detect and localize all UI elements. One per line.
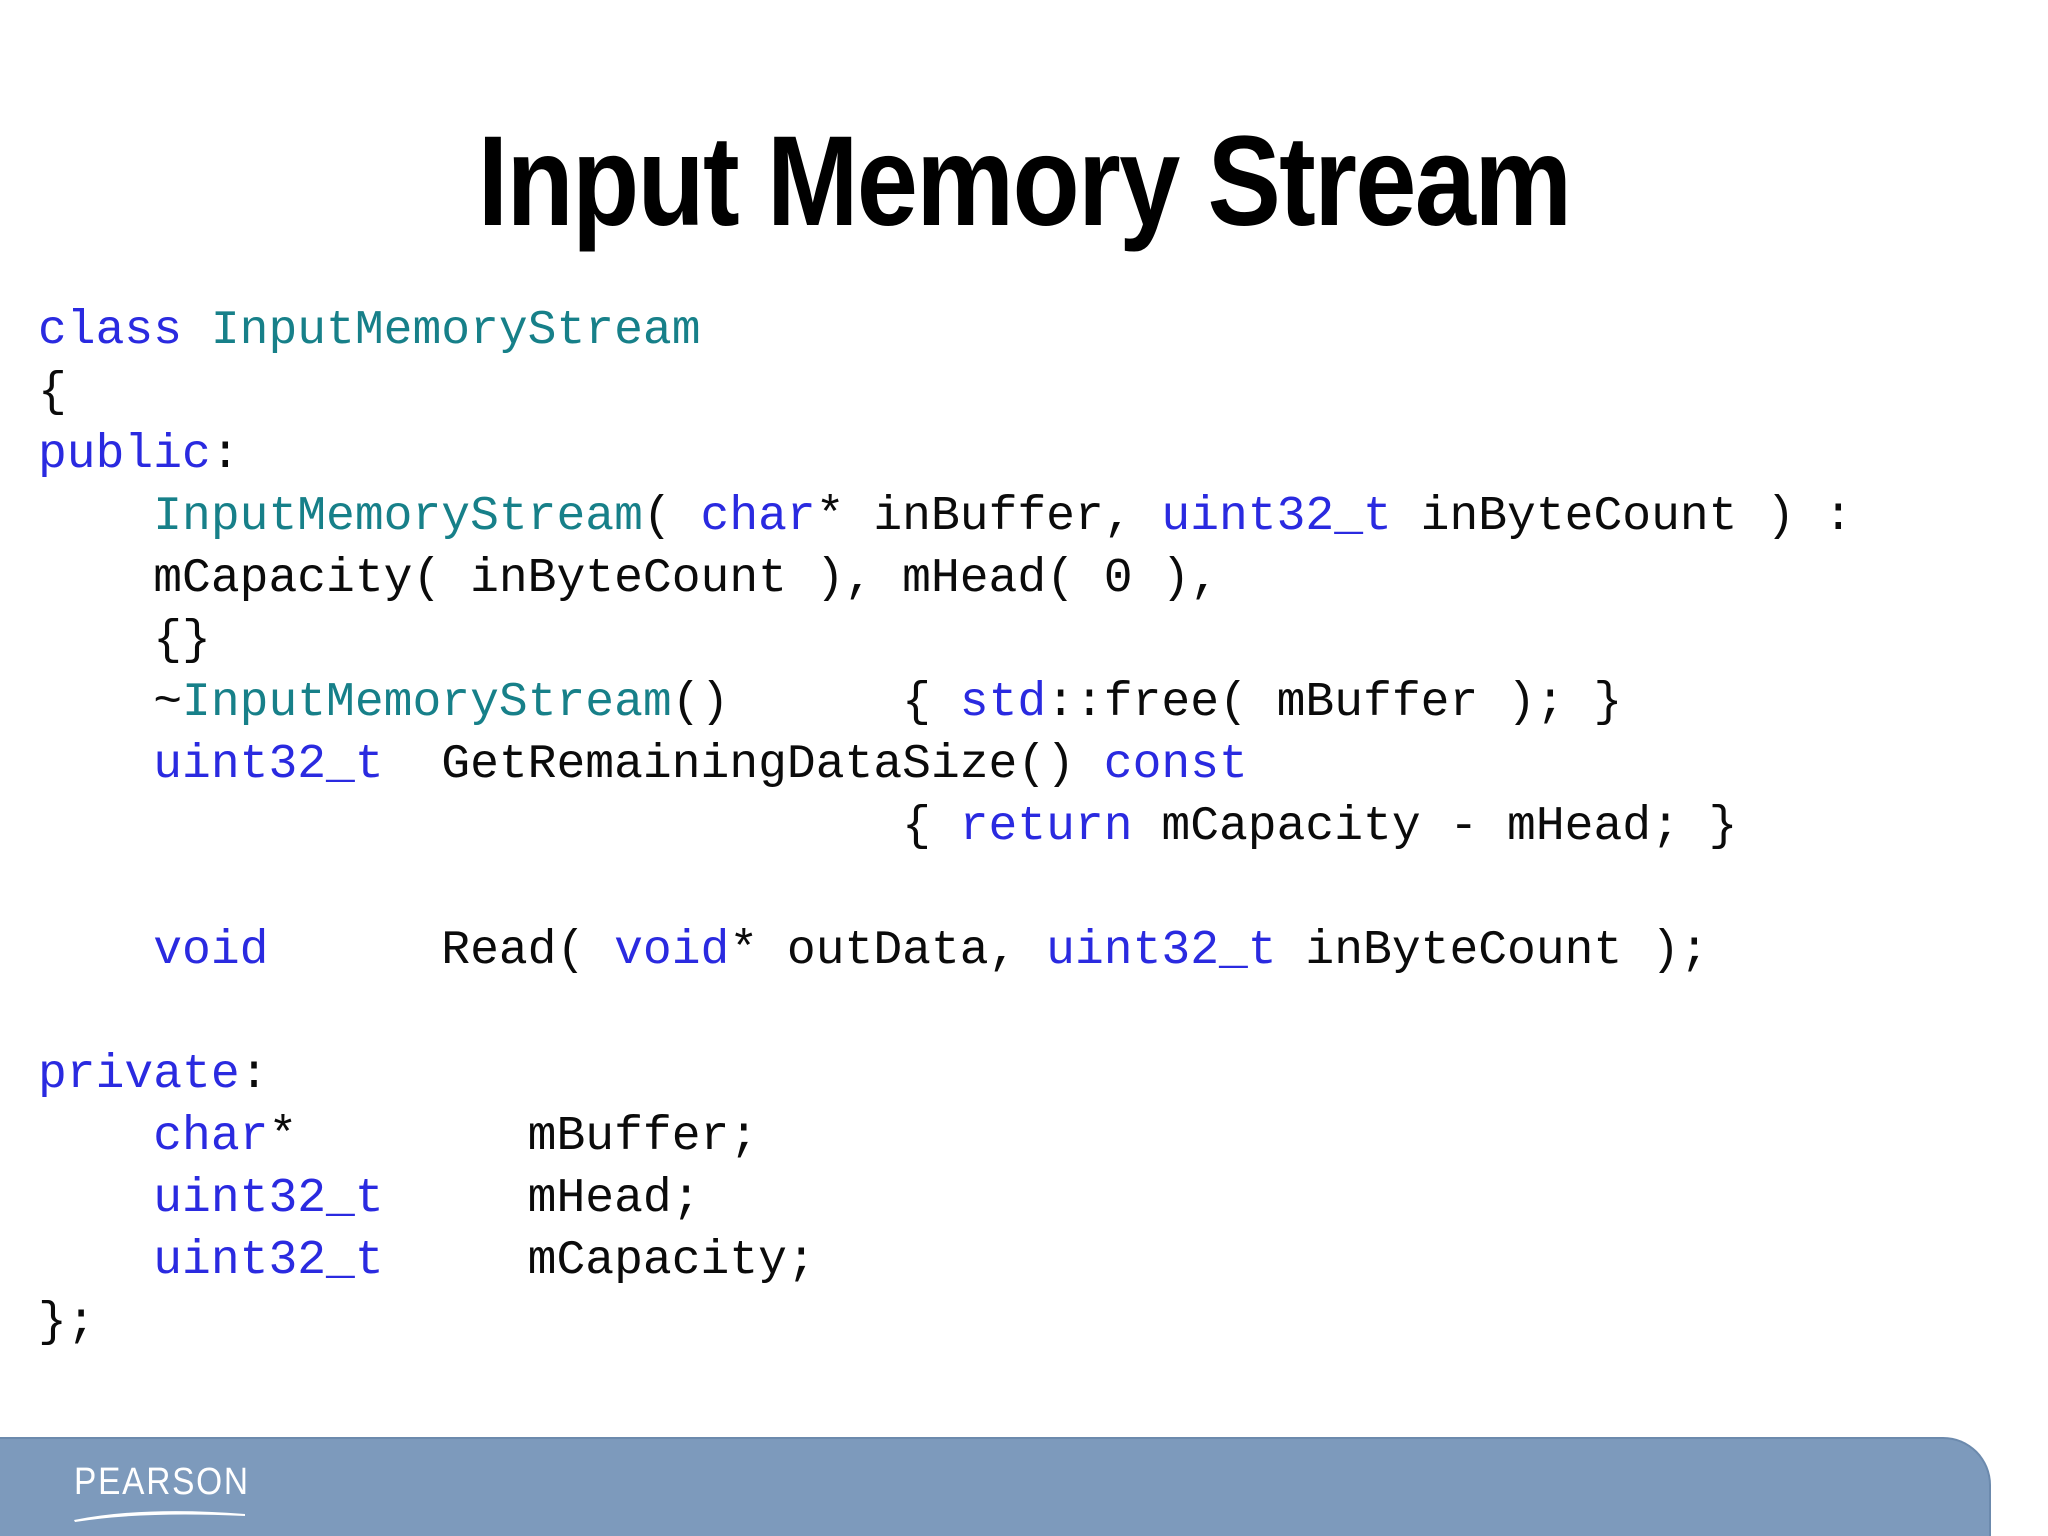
code-line: private: [38,1044,1853,1106]
code-keyword: void [153,924,269,978]
code-text: Read( [268,924,615,978]
code-text: : [210,428,240,482]
code-keyword: uint32_t [153,1234,384,1288]
code-text: * mBuffer; [268,1110,759,1164]
code-keyword: public [38,428,211,482]
slide-title: Input Memory Stream [477,110,1573,253]
code-line: InputMemoryStream( char* inBuffer, uint3… [38,486,1853,548]
code-text: inByteCount ) : [1391,490,1853,544]
code-text: mCapacity - mHead; } [1132,800,1738,854]
code-text: { [38,800,960,854]
code-text: }; [38,1296,96,1350]
pearson-logo: PEARSON [74,1463,274,1523]
code-keyword: uint32_t [1046,924,1277,978]
code-line [38,982,1853,1044]
code-line: void Read( void* outData, uint32_t inByt… [38,920,1853,982]
code-typename: InputMemoryStream [153,490,643,544]
code-line: uint32_t mCapacity; [38,1230,1853,1292]
code-text [38,1172,153,1226]
code-line [38,858,1853,920]
code-line: class InputMemoryStream [38,300,1853,362]
code-keyword: std [959,676,1047,730]
code-keyword: const [1103,738,1248,792]
footer-bar: PEARSON [0,1437,1991,1536]
code-text [38,490,153,544]
code-text: ~ [38,676,183,730]
code-line: {} [38,610,1853,672]
code-line: mCapacity( inByteCount ), mHead( 0 ), [38,548,1853,610]
code-text: inByteCount ); [1276,924,1709,978]
code-keyword: return [959,800,1133,854]
code-keyword: private [38,1048,240,1102]
code-keyword: uint32_t [1161,490,1392,544]
code-keyword: char [153,1110,269,1164]
code-line: { [38,362,1853,424]
code-line: char* mBuffer; [38,1106,1853,1168]
code-text: mHead; [383,1172,701,1226]
code-typename: InputMemoryStream [210,304,701,358]
code-text: GetRemainingDataSize() [383,738,1104,792]
code-text: ::free( mBuffer ); } [1046,676,1623,730]
code-line: uint32_t mHead; [38,1168,1853,1230]
pearson-swoosh-icon [74,1511,245,1522]
code-keyword: uint32_t [153,738,384,792]
code-keyword: char [700,490,816,544]
code-line: uint32_t GetRemainingDataSize() const [38,734,1853,796]
code-block: class InputMemoryStream{public: InputMem… [38,300,1853,1354]
code-text [38,924,153,978]
code-text [38,1110,153,1164]
code-typename: InputMemoryStream [182,676,672,730]
code-line: ~InputMemoryStream() { std::free( mBuffe… [38,672,1853,734]
code-text: () { [671,676,960,730]
code-text: mCapacity( inByteCount ), mHead( 0 ), [38,552,1219,606]
code-line: }; [38,1292,1853,1354]
code-text: : [239,1048,269,1102]
code-keyword: uint32_t [153,1172,384,1226]
code-line: { return mCapacity - mHead; } [38,796,1853,858]
code-text: {} [38,614,211,668]
code-text: mCapacity; [383,1234,816,1288]
code-text: * outData, [729,924,1047,978]
code-keyword: void [614,924,730,978]
code-text: * inBuffer, [815,490,1162,544]
pearson-wordmark: PEARSON [74,1461,250,1503]
code-text: { [38,366,67,420]
code-text [38,738,153,792]
code-text [38,1234,153,1288]
code-line: public: [38,424,1853,486]
code-keyword: class [38,304,211,358]
code-text: ( [642,490,701,544]
